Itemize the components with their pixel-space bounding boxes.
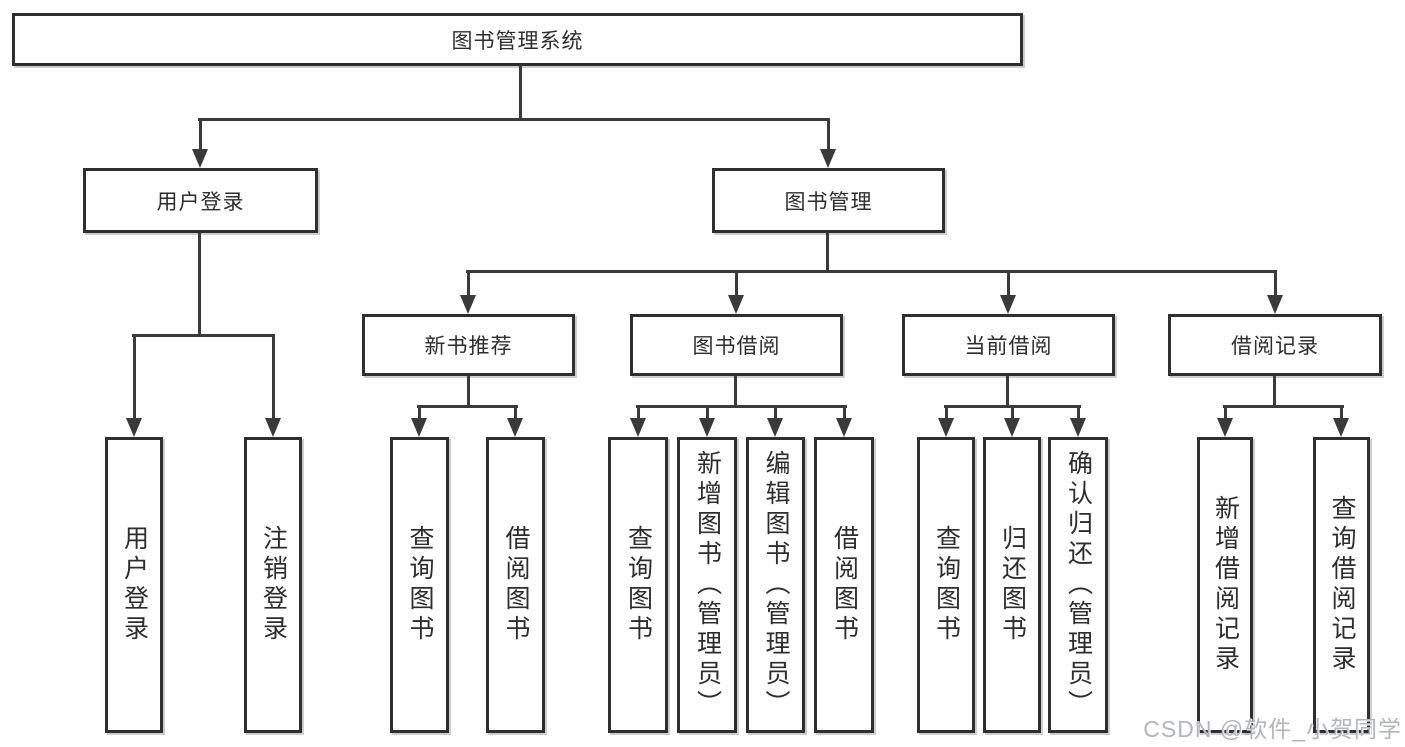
connector-arrow-current-borrowing: [1000, 273, 1016, 314]
connector-arrow-query-books-borrowing: [630, 408, 646, 437]
connector-book-borrowing-rail: [636, 405, 847, 408]
node-new-book-recommendation-label: 新书推荐: [424, 335, 513, 358]
leaf-user-login-label: 用户登录: [120, 525, 149, 645]
node-user-login: 用户登录: [83, 168, 318, 233]
connector-arrow-borrow-books-recommend: [507, 408, 523, 437]
leaf-confirm-return-admin-label: 确认归还（管理员）: [1064, 450, 1093, 720]
leaf-logout-label: 注销登录: [259, 525, 288, 645]
connector-arrow-user-login: [192, 121, 208, 168]
connector-arrow-new-book-recommendation: [460, 273, 476, 314]
leaf-query-books-borrowing: 查询图书: [608, 437, 668, 733]
connector-arrow-confirm-return-admin: [1070, 408, 1086, 437]
node-book-borrowing-label: 图书借阅: [692, 335, 781, 358]
connector-arrow-add-borrow-record: [1217, 408, 1233, 437]
leaf-edit-books-admin-label: 编辑图书（管理员）: [762, 450, 790, 720]
connector-borrowing-records-stem: [1273, 376, 1276, 408]
leaf-query-books-recommend-label: 查询图书: [406, 525, 434, 645]
connector-book-management-stem: [826, 233, 829, 273]
node-current-borrowing-label: 当前借阅: [964, 335, 1053, 358]
connector-arrow-return-books: [1004, 408, 1020, 437]
connector-book-borrowing-stem: [734, 376, 737, 408]
connector-borrowing-records-rail: [1223, 405, 1344, 408]
leaf-add-books-admin-label: 新增图书（管理员）: [693, 450, 722, 720]
node-library-system: 图书管理系统: [12, 13, 1023, 66]
connector-level2-rail: [198, 118, 830, 121]
connector-arrow-query-borrow-record: [1333, 408, 1349, 437]
leaf-user-login: 用户登录: [105, 437, 163, 733]
connector-current-borrowing-rail: [944, 405, 1081, 408]
leaf-query-books-current: 查询图书: [917, 437, 975, 733]
node-book-borrowing: 图书借阅: [630, 314, 843, 376]
connector-user-login-stem: [198, 233, 201, 336]
connector-new-book-rail: [417, 405, 518, 408]
connector-arrow-book-borrowing: [728, 273, 744, 314]
leaf-query-books-current-label: 查询图书: [932, 525, 961, 645]
connector-arrow-book-management: [820, 121, 836, 168]
leaf-confirm-return-admin: 确认归还（管理员）: [1048, 437, 1108, 733]
leaf-query-borrow-record: 查询借阅记录: [1313, 437, 1370, 733]
node-new-book-recommendation: 新书推荐: [362, 314, 575, 376]
connector-user-login-rail: [132, 334, 275, 337]
connector-current-borrowing-stem: [1006, 376, 1009, 408]
node-library-system-label: 图书管理系统: [451, 29, 584, 53]
leaf-return-books: 归还图书: [983, 437, 1041, 733]
node-book-management-label: 图书管理: [784, 190, 873, 214]
leaf-borrow-books-recommend: 借阅图书: [486, 437, 545, 733]
connector-arrow-edit-books-admin: [767, 408, 783, 437]
leaf-logout: 注销登录: [244, 437, 302, 733]
connector-root-stem: [519, 66, 522, 121]
leaf-query-books-borrowing-label: 查询图书: [624, 525, 653, 645]
connector-arrow-query-books-recommend: [411, 408, 427, 437]
leaf-borrow-books-recommend-label: 借阅图书: [502, 525, 530, 645]
csdn-watermark: CSDN @软件_小贺同学: [1143, 716, 1402, 742]
leaf-add-borrow-record: 新增借阅记录: [1197, 437, 1253, 733]
leaf-edit-books-admin: 编辑图书（管理员）: [746, 437, 805, 733]
leaf-return-books-label: 归还图书: [998, 525, 1027, 645]
connector-arrow-leaf-logout: [265, 337, 281, 437]
node-borrowing-records: 借阅记录: [1168, 314, 1382, 376]
connector-arrow-query-books-current: [938, 408, 954, 437]
leaf-borrow-books-borrowing-label: 借阅图书: [830, 525, 859, 645]
node-current-borrowing: 当前借阅: [902, 314, 1115, 376]
connector-arrow-leaf-user-login: [126, 337, 142, 437]
connector-level3-rail: [466, 270, 1277, 273]
node-user-login-label: 用户登录: [156, 190, 245, 214]
leaf-query-borrow-record-label: 查询借阅记录: [1328, 495, 1356, 675]
connector-arrow-add-books-admin: [699, 408, 715, 437]
connector-arrow-borrow-books-borrowing: [836, 408, 852, 437]
node-book-management: 图书管理: [712, 168, 945, 233]
leaf-add-books-admin: 新增图书（管理员）: [677, 437, 737, 733]
node-borrowing-records-label: 借阅记录: [1231, 335, 1319, 358]
leaf-query-books-recommend: 查询图书: [390, 437, 449, 733]
connector-new-book-stem: [467, 376, 470, 408]
leaf-add-borrow-record-label: 新增借阅记录: [1211, 495, 1240, 675]
leaf-borrow-books-borrowing: 借阅图书: [814, 437, 874, 733]
connector-arrow-borrowing-records: [1267, 273, 1283, 314]
